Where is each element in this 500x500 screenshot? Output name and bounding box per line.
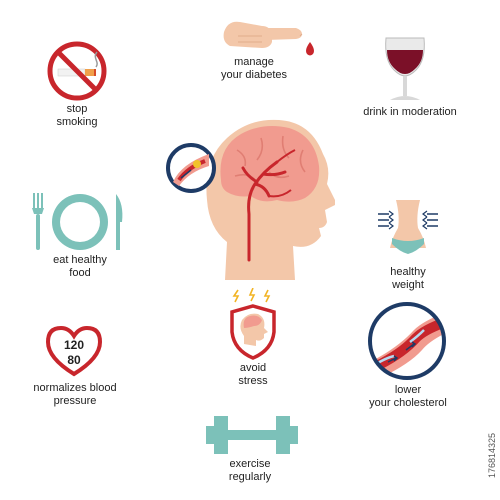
manage-diabetes-line2: your diabetes xyxy=(220,69,288,81)
diastolic-value: 80 xyxy=(67,353,81,367)
wine-glass-icon xyxy=(385,37,425,100)
exercise-line1: exercise xyxy=(229,458,271,470)
shield-head-icon xyxy=(230,288,276,360)
avoid-stress-line2: stress xyxy=(238,375,268,387)
eat-healthy-line1: eat healthy xyxy=(53,254,107,266)
stock-image-id: 176814325 xyxy=(487,432,497,478)
healthy-weight-line1: healthy xyxy=(390,266,426,278)
avoid-stress-label: avoid stress xyxy=(210,362,296,388)
stop-smoking-line2: smoking xyxy=(56,116,98,128)
drink-moderation-label: drink in moderation xyxy=(345,106,475,119)
manage-diabetes-line1: manage xyxy=(234,56,274,68)
blood-pressure-label: normalizes blood pressure xyxy=(15,382,135,408)
head-brain-arteries-icon xyxy=(166,119,335,280)
drink-moderation-line1: drink in moderation xyxy=(363,106,457,118)
avoid-stress-line1: avoid xyxy=(239,362,267,374)
stop-smoking-line1: stop xyxy=(66,103,88,115)
eat-healthy-label: eat healthy food xyxy=(25,254,135,280)
healthy-weight-label: healthy weight xyxy=(360,266,456,292)
exercise-line2: regularly xyxy=(228,471,272,483)
healthy-weight-line2: weight xyxy=(392,279,424,291)
eat-healthy-line2: food xyxy=(69,267,91,279)
manage-diabetes-label: manage your diabetes xyxy=(199,56,309,82)
finger-blood-drop-icon xyxy=(223,21,314,56)
plate-fork-knife-icon xyxy=(32,193,123,250)
lower-cholesterol-line2: your cholesterol xyxy=(369,397,447,409)
stop-smoking-label: stop smoking xyxy=(37,103,117,129)
artery-icon xyxy=(368,302,446,380)
blood-pressure-line2: pressure xyxy=(53,395,97,407)
waist-icon xyxy=(378,200,438,254)
heart-pressure-icon: 120 80 xyxy=(45,325,103,377)
lower-cholesterol-line1: lower xyxy=(394,384,422,396)
blood-pressure-line1: normalizes blood xyxy=(33,382,117,394)
lower-cholesterol-label: lower your cholesterol xyxy=(348,384,468,410)
systolic-value: 120 xyxy=(64,338,84,352)
no-smoking-icon xyxy=(47,41,107,101)
exercise-label: exercise regularly xyxy=(200,458,300,484)
dumbbell-icon xyxy=(206,416,298,454)
